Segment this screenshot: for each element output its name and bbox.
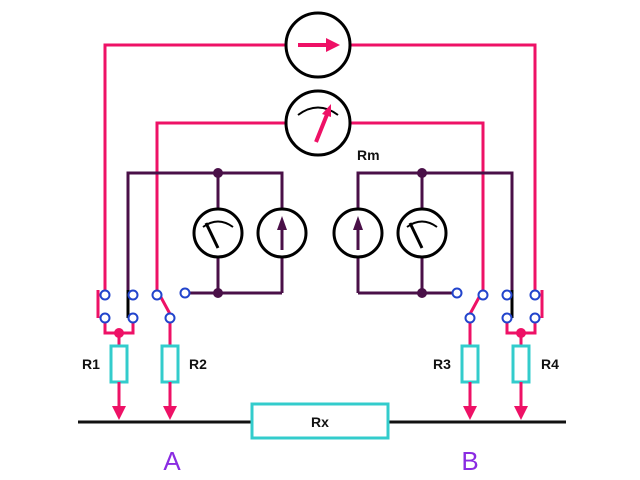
rm-label: Rm (357, 147, 380, 163)
right-voltmeter (396, 207, 448, 259)
r1-resistor (109, 344, 129, 384)
r4-junction (516, 328, 526, 338)
ammeter-needle-icon (353, 216, 363, 250)
voltmeter-dial-icon (406, 220, 438, 249)
probe-arrows (112, 382, 528, 420)
ammeter-arrow-icon (298, 38, 340, 52)
inner-current-loop (155, 121, 485, 290)
r2-resistor (160, 344, 180, 384)
right-bottom-junction (417, 288, 427, 298)
node-a-label: A (163, 446, 181, 476)
r3-resistor (460, 344, 480, 384)
top-meter (284, 11, 352, 79)
right-top-junction (417, 168, 427, 178)
rx-resistor: Rx (250, 402, 390, 440)
rx-label: Rx (311, 414, 329, 430)
node-b-label: B (461, 446, 478, 476)
left-switch-block (96, 287, 191, 346)
probe-resistors (109, 344, 531, 384)
ammeter-needle-icon (277, 216, 287, 250)
outer-current-loop (103, 43, 537, 300)
left-top-junction (213, 168, 223, 178)
r1-label: R1 (82, 356, 100, 372)
middle-meter (284, 89, 352, 157)
right-ammeter (332, 207, 384, 259)
right-potential-network (356, 171, 514, 300)
left-voltmeter (192, 207, 244, 259)
galvanometer-icon (297, 104, 339, 143)
left-potential-network (126, 171, 284, 300)
r2-label: R2 (189, 356, 207, 372)
right-switch-block (451, 287, 544, 346)
voltmeter-dial-icon (202, 220, 234, 249)
r4-resistor (511, 344, 531, 384)
r1-junction (114, 328, 124, 338)
r3-label: R3 (433, 356, 451, 372)
left-bottom-junction (213, 288, 223, 298)
left-ammeter (256, 207, 308, 259)
r4-label: R4 (541, 356, 559, 372)
